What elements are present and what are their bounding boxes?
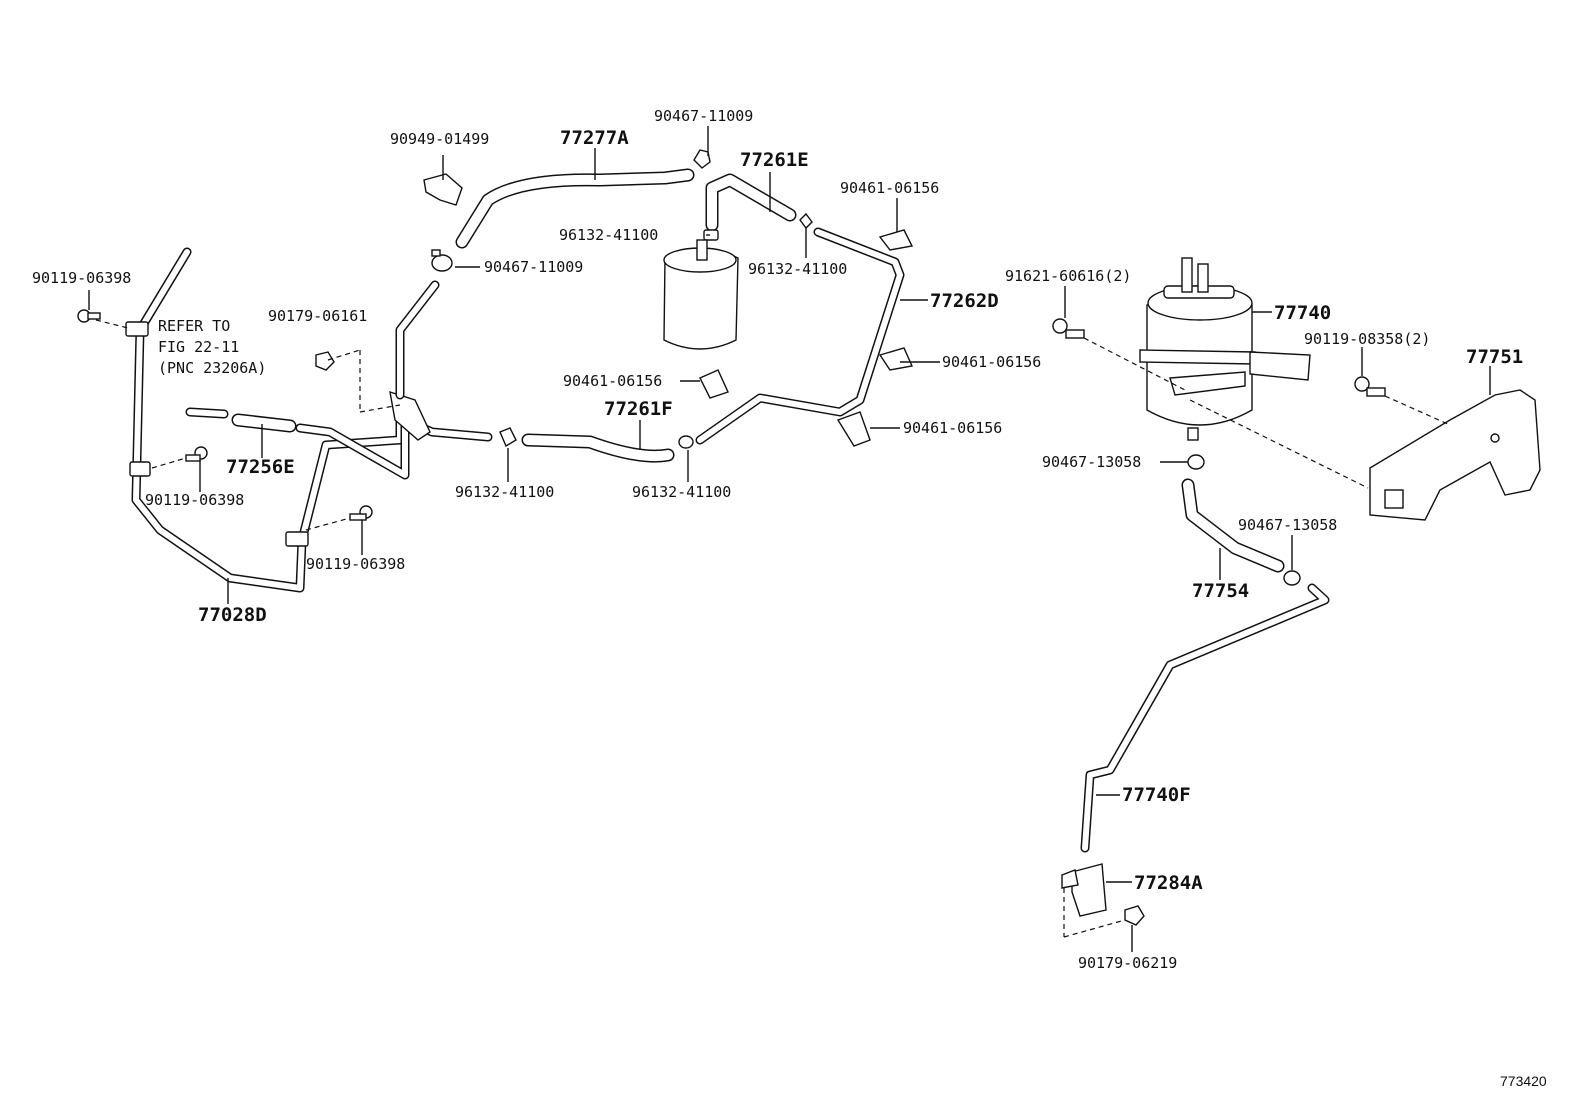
hose-77261e <box>705 173 797 232</box>
label-90467-11009-top: 90467-11009 <box>654 107 753 125</box>
label-96132-41100-d: 96132-41100 <box>632 483 731 501</box>
clip-90461-06156-d <box>836 411 871 447</box>
label-90461-06156-b: 90461-06156 <box>563 372 662 390</box>
label-77256e: 77256E <box>226 456 295 478</box>
label-90119-06398-b: 90119-06398 <box>145 491 244 509</box>
label-90119-06398-c: 90119-06398 <box>306 555 405 573</box>
pipe-upper-left <box>395 280 440 400</box>
charcoal-canister-77740 <box>1139 257 1311 441</box>
label-77284a: 77284A <box>1134 872 1203 894</box>
label-91621-60616: 91621-60616(2) <box>1005 267 1131 285</box>
label-90467-13058-a: 90467-13058 <box>1042 453 1141 471</box>
clamp-96132-41100-a <box>703 229 719 241</box>
label-77261e: 77261E <box>740 149 809 171</box>
label-77740: 77740 <box>1274 302 1331 324</box>
label-refer-line1: REFER TO <box>158 317 230 335</box>
pipe-77256e <box>295 415 493 480</box>
clamp-90467-11009-mid <box>431 249 453 272</box>
clamp-90467-11009-top <box>693 149 711 169</box>
pipe-77740f <box>1080 583 1330 853</box>
label-77028d: 77028D <box>198 604 267 626</box>
label-90949-01499: 90949-01499 <box>390 130 489 148</box>
pipe-clamp-upper <box>125 321 149 337</box>
label-90467-13058-b: 90467-13058 <box>1238 516 1337 534</box>
label-90467-11009-mid: 90467-11009 <box>484 258 583 276</box>
clip-90461-06156-a <box>878 229 914 251</box>
bracket-77751 <box>1369 389 1541 521</box>
label-refer-line3: (PNC 23206A) <box>158 359 266 377</box>
clamp-96132-41100-c <box>499 427 517 448</box>
valve-77284a <box>1061 863 1107 917</box>
clip-90461-06156-b <box>699 369 729 399</box>
clip-90461-06156-c <box>878 347 914 371</box>
label-96132-41100-b: 96132-41100 <box>748 260 847 278</box>
label-90119-08358: 90119-08358(2) <box>1304 330 1430 348</box>
label-90179-06219: 90179-06219 <box>1078 954 1177 972</box>
dashed-assembly-lines <box>95 319 1451 938</box>
nut-90179-06161 <box>315 351 335 371</box>
bolt-90119-06398-a <box>77 309 101 323</box>
fuel-filter <box>663 239 739 350</box>
label-90179-06161: 90179-06161 <box>268 307 367 325</box>
clamp-96132-41100-b <box>799 212 813 230</box>
bolt-91621-60616 <box>1052 318 1085 339</box>
pipe-77262d <box>695 227 905 445</box>
clamp-90467-13058-b <box>1283 570 1301 586</box>
hose-77754 <box>1181 478 1285 573</box>
clamp-90467-13058-a <box>1187 454 1205 470</box>
hose-77261f <box>521 433 675 463</box>
pipe-clamp-lower <box>285 531 309 547</box>
figure-id: 773420 <box>1500 1073 1547 1089</box>
label-refer-line2: FIG 22-11 <box>158 338 239 356</box>
pipe-77028d <box>131 247 405 593</box>
bolt-90119-06398-b <box>185 446 208 462</box>
label-90461-06156-c: 90461-06156 <box>942 353 1041 371</box>
label-96132-41100-a: 96132-41100 <box>559 226 658 244</box>
clamp-96132-41100-d <box>678 435 694 449</box>
label-90461-06156-d: 90461-06156 <box>903 419 1002 437</box>
label-77754: 77754 <box>1192 580 1249 602</box>
pipe-clamp-middle <box>129 461 151 477</box>
label-77751: 77751 <box>1466 346 1523 368</box>
nut-90179-06219 <box>1124 905 1145 926</box>
bolt-90119-08358 <box>1354 376 1386 397</box>
bolt-90119-06398-c <box>349 505 373 521</box>
label-77740f: 77740F <box>1122 784 1191 806</box>
label-90119-06398-a: 90119-06398 <box>32 269 131 287</box>
pipe-junction-bracket <box>389 390 431 441</box>
label-90461-06156-a: 90461-06156 <box>840 179 939 197</box>
leader-lines <box>88 126 1491 952</box>
clip-90949-01499 <box>423 173 463 206</box>
label-77262d: 77262D <box>930 290 999 312</box>
hose-77256e <box>185 407 297 433</box>
label-77261f: 77261F <box>604 398 673 420</box>
label-96132-41100-c: 96132-41100 <box>455 483 554 501</box>
hose-77277a <box>455 168 695 249</box>
label-77277a: 77277A <box>560 127 629 149</box>
